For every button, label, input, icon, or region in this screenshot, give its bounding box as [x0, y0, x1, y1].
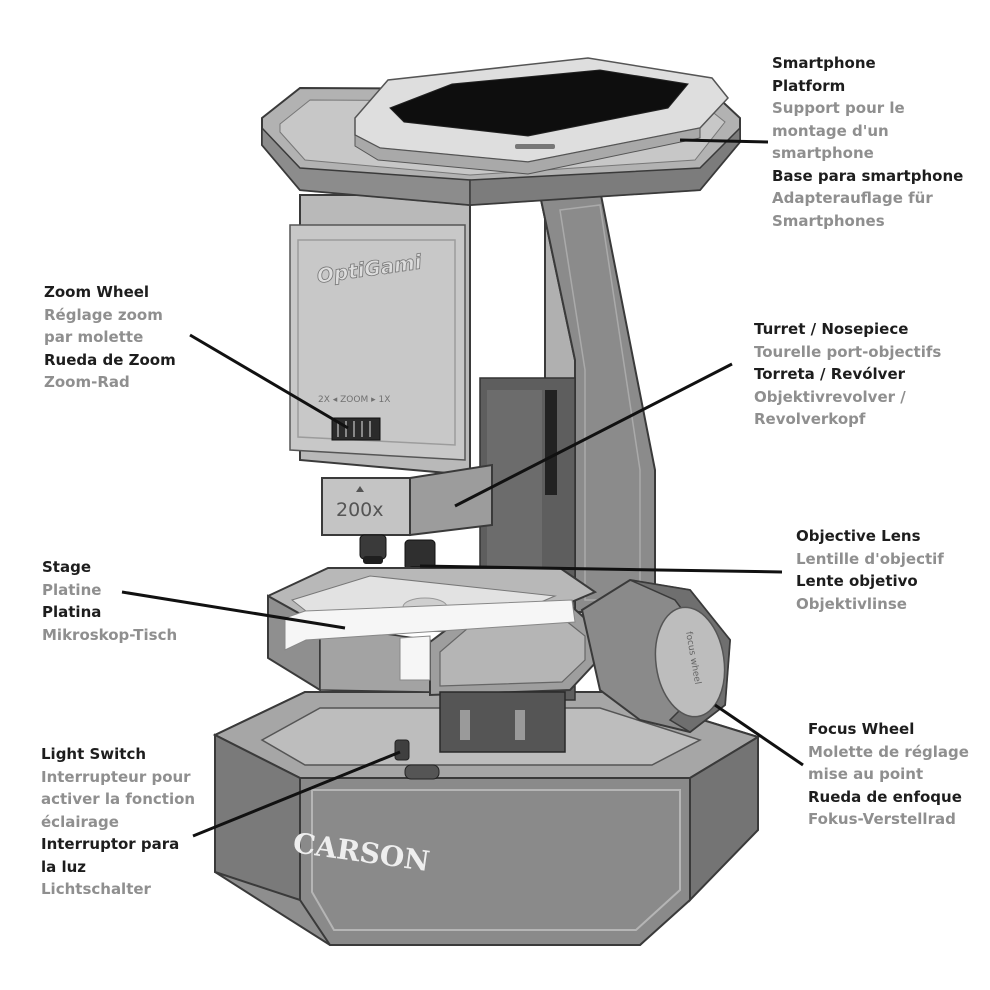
label-en: Platform [772, 76, 846, 95]
label-en: Stage [42, 558, 92, 576]
label-fr: smartphone [772, 144, 874, 162]
label-es: Platina [42, 603, 102, 621]
label-fr: Réglage zoom [44, 305, 163, 324]
leader-turret [454, 362, 733, 508]
label-fr: Molette de réglage [808, 742, 969, 761]
label-es: Rueda de Zoom [44, 350, 176, 369]
label-en: Smartphone [772, 54, 876, 72]
label-de: Revolverkopf [754, 410, 866, 428]
callout-leader-lines [121, 138, 804, 838]
label-es: Base para smartphone [772, 166, 964, 185]
callout-turret: Turret / Nosepiece Tourelle port-objecti… [754, 318, 941, 431]
callout-light-switch: Light Switch Interrupteur pour activer l… [41, 743, 195, 901]
label-de: Objektivlinse [796, 594, 907, 613]
label-de: Smartphones [772, 211, 885, 230]
label-es: Rueda de enfoque [808, 787, 962, 806]
label-en: Zoom Wheel [44, 283, 150, 301]
label-es: Interruptor para [41, 835, 180, 853]
leader-zoom-wheel [189, 333, 349, 430]
label-fr: montage d'un [772, 121, 889, 140]
callout-objective-lens: Objective Lens Lentille d'objectif Lente… [796, 525, 944, 615]
leader-stage [121, 590, 346, 630]
label-es: la luz [41, 857, 87, 876]
focus-wheel[interactable]: focus wheel [580, 578, 732, 734]
turret-nosepiece: 200x [321, 463, 493, 537]
label-de: Zoom-Rad [44, 373, 130, 391]
leader-smartphone [679, 138, 769, 144]
magnification-label: 200x [336, 499, 384, 521]
light-switch[interactable] [394, 739, 440, 780]
smartphone [354, 57, 729, 175]
label-fr: par molette [44, 328, 144, 346]
label-fr: Tourelle port-objectifs [754, 342, 942, 361]
label-fr: Support pour le [772, 99, 905, 117]
zoom-scale-label: 2X ◂ ZOOM ▸ 1X [318, 395, 390, 405]
callout-smartphone-platform: Smartphone Platform Support pour le mont… [772, 52, 963, 232]
callout-stage: Stage Platine Platina Mikroskop-Tisch [42, 556, 177, 646]
microscope-stage [267, 567, 599, 753]
label-de: Lichtschalter [41, 880, 151, 898]
label-de: Fokus-Verstellrad [808, 810, 956, 828]
leader-objective [419, 564, 783, 574]
label-es: Torreta / Revólver [754, 365, 906, 383]
zoom-wheel[interactable] [331, 417, 381, 441]
label-fr: éclairage [41, 812, 119, 831]
label-en: Light Switch [41, 745, 147, 763]
label-en: Turret / Nosepiece [754, 320, 909, 338]
leader-focus [714, 703, 804, 767]
label-de: Mikroskop-Tisch [42, 625, 178, 644]
microscope-head: OptiGami 2X ◂ ZOOM ▸ 1X [289, 194, 471, 477]
leader-light-switch [192, 750, 401, 838]
label-de: Adapterauflage für [772, 189, 933, 207]
label-fr: Platine [42, 580, 102, 599]
label-fr: activer la fonction [41, 790, 196, 808]
callout-focus-wheel: Focus Wheel Molette de réglage mise au p… [808, 718, 969, 831]
label-es: Lente objetivo [796, 572, 918, 590]
label-fr: mise au point [808, 765, 924, 783]
label-de: Objektivrevolver / [754, 387, 906, 406]
callout-zoom-wheel: Zoom Wheel Réglage zoom par molette Rued… [44, 281, 176, 394]
label-en: Focus Wheel [808, 720, 915, 738]
label-fr: Lentille d'objectif [796, 549, 944, 568]
label-fr: Interrupteur pour [41, 767, 191, 786]
label-en: Objective Lens [796, 527, 921, 545]
